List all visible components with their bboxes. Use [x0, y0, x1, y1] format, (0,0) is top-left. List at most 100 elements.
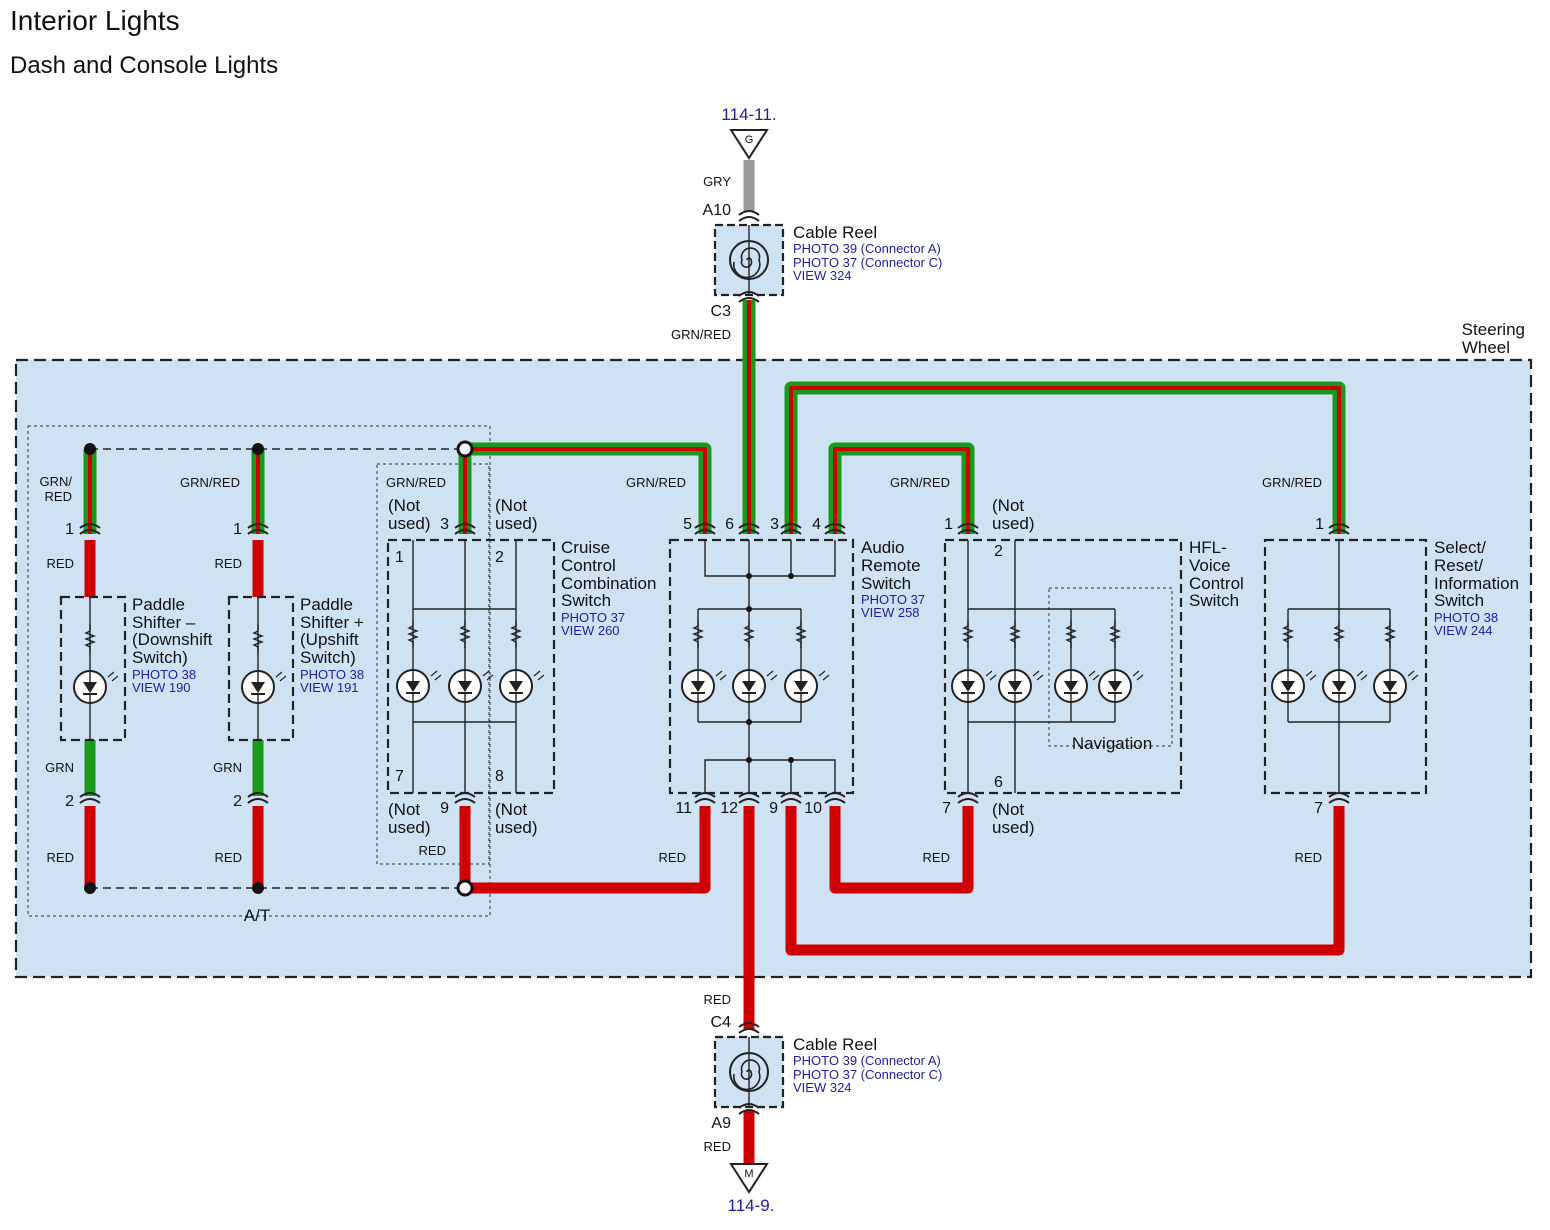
hfl-not-used-1b: used): [992, 514, 1035, 533]
paddle-down-name-2: Shifter –: [132, 613, 196, 632]
cruise-ref2[interactable]: VIEW 260: [561, 623, 620, 638]
hfl-name-4: Switch: [1189, 591, 1239, 610]
paddle-up-name-2: Shifter +: [300, 613, 364, 632]
select-red-label: RED: [1295, 850, 1322, 865]
select-box: [1263, 538, 1428, 795]
audio-pin-12: 12: [720, 800, 738, 817]
cruise-red-label: RED: [419, 843, 446, 858]
page-title: Interior Lights: [10, 5, 180, 36]
top-link-bg: [675, 98, 825, 124]
steering-wheel-panel: [14, 358, 1533, 979]
paddle-up-red-label-top: RED: [215, 556, 242, 571]
bottom-link[interactable]: 114-9.: [728, 1196, 775, 1215]
cable-reel-top-name: Cable Reel: [793, 223, 877, 242]
select-ref1[interactable]: PHOTO 38: [1434, 610, 1498, 625]
audio-pin-3: 3: [770, 516, 779, 533]
audio-name-2: Remote: [861, 556, 921, 575]
cable-reel-bottom-ref3[interactable]: VIEW 324: [793, 1080, 852, 1095]
grn-red-label-c3: GRN/RED: [671, 327, 731, 342]
bottom-ground-letter: M: [744, 1168, 753, 1180]
cruise-pin-3: 3: [440, 516, 449, 533]
hfl-pin-1: 1: [944, 516, 953, 533]
cable-reel-bottom-ref2[interactable]: PHOTO 37 (Connector C): [793, 1067, 942, 1082]
audio-red-label: RED: [659, 850, 686, 865]
hfl-name-3: Control: [1189, 574, 1244, 593]
paddle-down-box: [59, 595, 127, 742]
audio-ref2[interactable]: VIEW 258: [861, 605, 920, 620]
hfl-not-used-2a: (Not: [992, 800, 1024, 819]
reel-bottom-pin-c4: C4: [711, 1014, 732, 1031]
cruise-ref1[interactable]: PHOTO 37: [561, 610, 625, 625]
gry-label: GRY: [703, 174, 731, 189]
select-name-4: Switch: [1434, 591, 1484, 610]
top-ground-symbol: [729, 129, 769, 160]
page-subtitle: Dash and Console Lights: [10, 52, 278, 79]
paddle-up-grn-label: GRN: [213, 760, 242, 775]
cable-reel-bottom-name: Cable Reel: [793, 1035, 877, 1054]
cruise-not-used-1a: (Not: [388, 496, 420, 515]
cable-reel-top-ref1[interactable]: PHOTO 39 (Connector A): [793, 241, 941, 256]
reel-top-pin-c3: C3: [711, 303, 732, 320]
audio-name-3: Switch: [861, 574, 911, 593]
cable-reel-top-ref3[interactable]: VIEW 324: [793, 268, 852, 283]
cruise-name-2: Control: [561, 556, 616, 575]
paddle-up-ref2[interactable]: VIEW 191: [300, 680, 359, 695]
top-ground-letter: G: [745, 134, 754, 146]
cable-reel-top-ref2[interactable]: PHOTO 37 (Connector C): [793, 255, 942, 270]
cruise-not-used-4b: used): [495, 818, 538, 837]
navigation-region: [1048, 587, 1173, 747]
paddle-down-grn-label: GRN: [45, 760, 74, 775]
hfl-name-2: Voice: [1189, 556, 1231, 575]
grn-red-wires: [83, 300, 1346, 534]
cruise-not-used-4a: (Not: [495, 800, 527, 819]
cruise-pin-2: 2: [495, 549, 504, 566]
cruise-pin-9: 9: [440, 800, 449, 817]
cable-reel-bottom-ref1[interactable]: PHOTO 39 (Connector A): [793, 1053, 941, 1068]
navigation-label: Navigation: [1072, 734, 1152, 753]
paddle-down-ref1[interactable]: PHOTO 38: [132, 667, 196, 682]
cruise-name-4: Switch: [561, 591, 611, 610]
paddle-up-wire-label: GRN/RED: [180, 475, 240, 490]
cruise-pin-7: 7: [395, 768, 404, 785]
paddle-up-pin-1: 1: [233, 521, 242, 538]
select-ref2[interactable]: VIEW 244: [1434, 623, 1493, 638]
audio-wire-label: GRN/RED: [626, 475, 686, 490]
audio-pin-4: 4: [812, 516, 821, 533]
hfl-pin-6: 6: [994, 774, 1003, 791]
hfl-pin-2: 2: [994, 543, 1003, 560]
select-name-2: Reset/: [1434, 556, 1483, 575]
paddle-down-red-label-bottom: RED: [47, 850, 74, 865]
audio-pin-11: 11: [675, 800, 692, 817]
steering-label-1: Steering: [1462, 320, 1525, 339]
reel-bottom-pin-a9: A9: [711, 1115, 731, 1132]
paddle-down-pin-2: 2: [65, 793, 74, 810]
paddle-up-name-1: Paddle: [300, 595, 353, 614]
cruise-name-1: Cruise: [561, 538, 610, 557]
reel-top-pin-a10: A10: [703, 202, 732, 219]
hfl-box: [943, 538, 1183, 795]
bottom-red-label-1: RED: [704, 992, 731, 1007]
paddle-down-name-1: Paddle: [132, 595, 185, 614]
cruise-not-used-2b: used): [495, 514, 538, 533]
steering-label-2: Wheel: [1462, 338, 1510, 357]
paddle-up-name-4: Switch): [300, 648, 356, 667]
bottom-ground-symbol: [729, 1163, 769, 1194]
paddle-up-pin-2: 2: [233, 793, 242, 810]
audio-pin-10: 10: [804, 800, 822, 817]
audio-name-1: Audio: [861, 538, 904, 557]
select-name-3: Information: [1434, 574, 1519, 593]
cruise-pin-1: 1: [395, 549, 404, 566]
cruise-pin-8: 8: [495, 768, 504, 785]
paddle-down-red-label-top: RED: [47, 556, 74, 571]
audio-ref1[interactable]: PHOTO 37: [861, 592, 925, 607]
cruise-wire-label: GRN/RED: [386, 475, 446, 490]
paddle-down-name-3: (Downshift: [132, 630, 213, 649]
paddle-up-ref1[interactable]: PHOTO 38: [300, 667, 364, 682]
red-wires: [84, 540, 1345, 1165]
hfl-wire-label: GRN/RED: [890, 475, 950, 490]
paddle-down-ref2[interactable]: VIEW 190: [132, 680, 191, 695]
hfl-not-used-2b: used): [992, 818, 1035, 837]
top-link[interactable]: 114-11.: [721, 105, 776, 124]
grn-wires: [84, 740, 264, 796]
select-name-1: Select/: [1434, 538, 1486, 557]
